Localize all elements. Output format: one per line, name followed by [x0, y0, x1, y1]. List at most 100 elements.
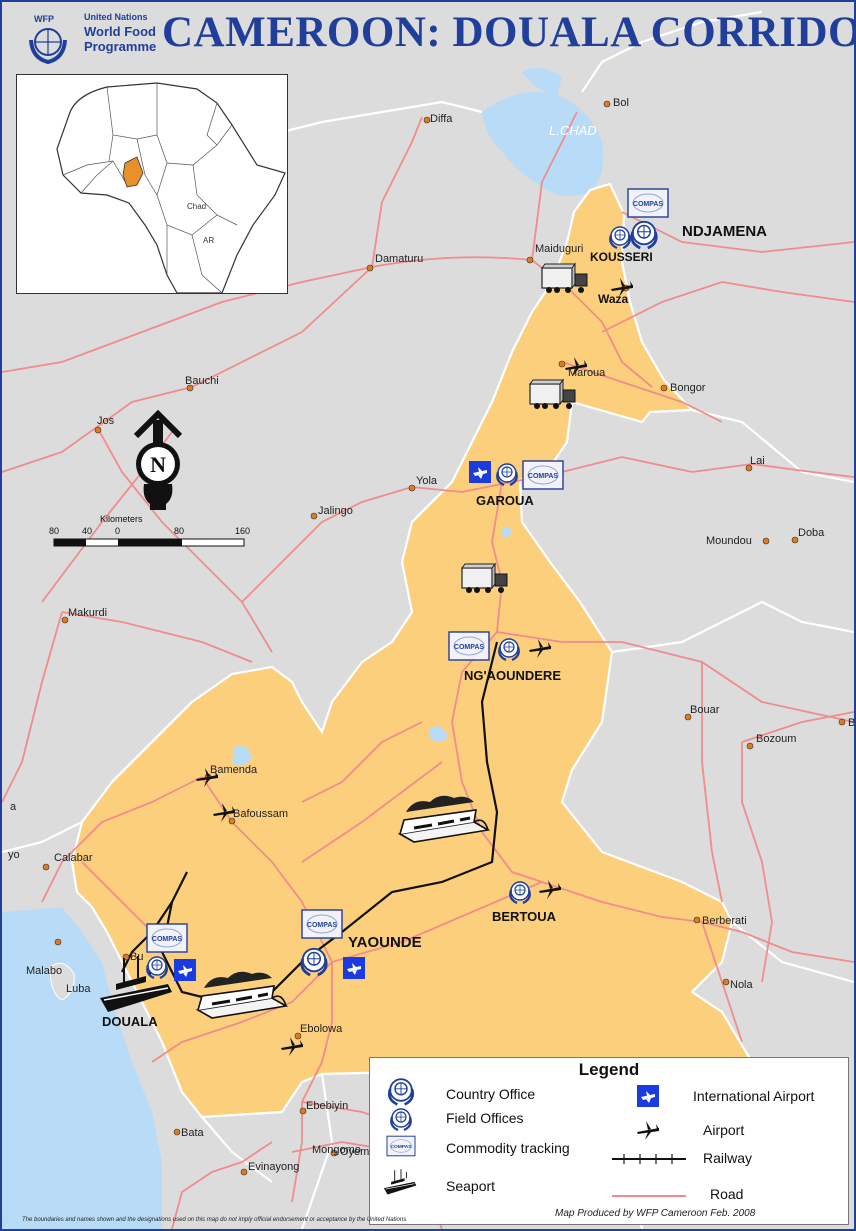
label-bauchi: Bauchi [185, 375, 219, 387]
disclaimer-text: The boundaries and names shown and the d… [22, 1217, 407, 1223]
wfp-logo: WFP United Nations World Food Programme [14, 10, 164, 66]
wfp-line-3: Programme [84, 39, 157, 54]
label-lake-chad: L.CHAD [549, 123, 597, 138]
legend-airport: Airport [703, 1122, 745, 1138]
international-airport-icon [343, 957, 365, 979]
label-bouar: Bouar [690, 704, 720, 716]
commodity-tracking-icon [301, 909, 343, 939]
label-bafoussam: Bafoussam [233, 808, 288, 820]
wfp-line-2: World Food [84, 24, 156, 39]
legend-field-offices: Field Offices [446, 1110, 524, 1126]
inset-label-ar: AR [203, 236, 214, 245]
scale-tick-0: 0 [115, 526, 120, 536]
field-office-icon [609, 225, 631, 250]
field-office-icon [146, 955, 168, 980]
label-jos: Jos [97, 415, 115, 427]
label-yola: Yola [416, 475, 438, 487]
railway-line-icon [612, 1154, 686, 1164]
commodity-tracking-icon [146, 923, 188, 953]
field-office-icon [509, 880, 531, 905]
label-bertoua: BERTOUA [492, 909, 557, 924]
label-nola: Nola [730, 979, 754, 991]
label-makurdi: Makurdi [68, 607, 107, 619]
scale-tick-160: 160 [235, 526, 250, 536]
legend-international-airport: International Airport [693, 1088, 815, 1104]
field-office-icon [390, 1107, 412, 1132]
label-bozoum: Bozoum [756, 733, 796, 745]
legend-symbols-left [384, 1078, 417, 1195]
label-ebolowa: Ebolowa [300, 1023, 343, 1035]
field-office-icon [496, 462, 518, 487]
label-maroua: Maroua [568, 367, 606, 379]
commodity-tracking-icon [522, 460, 564, 490]
map-title: CAMEROON: DOUALA CORRIDOR [162, 9, 856, 56]
label-oyem: Oyem [340, 1146, 369, 1158]
legend-title: Legend [578, 1060, 640, 1079]
un-wreath-icon [29, 28, 67, 65]
legend-symbols-right [612, 1085, 686, 1197]
scale-tick-80-left: 80 [49, 526, 59, 536]
label-berberati: Berberati [702, 915, 747, 927]
seaport-ship-icon [384, 1168, 417, 1195]
label-luba: Luba [66, 983, 91, 995]
wfp-line-1: United Nations [84, 12, 148, 22]
scale-title: Kilometers [100, 514, 143, 524]
label-diffa: Diffa [430, 113, 453, 125]
label-calabar: Calabar [54, 852, 93, 864]
africa-inset-canvas: Chad AR [17, 75, 287, 293]
commodity-tracking-icon [627, 188, 669, 218]
label-ndjamena: NDJAMENA [682, 223, 767, 240]
label-bol: Bol [613, 97, 629, 109]
label-ebebiyin: Ebebiyin [306, 1100, 348, 1112]
international-airport-icon [469, 461, 491, 483]
label-bamenda: Bamenda [210, 764, 258, 776]
legend-commodity-tracking: Commodity tracking [446, 1140, 570, 1156]
label-moundou: Moundou [706, 535, 752, 547]
label-lai: Lai [750, 455, 765, 467]
label-b: B [848, 717, 854, 729]
label-bu: Bu [130, 951, 143, 963]
label-douala: DOUALA [102, 1014, 158, 1029]
label-a: a [10, 801, 17, 813]
commodity-tracking-icon [386, 1135, 416, 1157]
credit-text: Map Produced by WFP Cameroon Feb. 2008 [555, 1208, 756, 1219]
legend-panel: Legend Country Office Field Offices Comm… [369, 1057, 849, 1225]
label-malabo: Malabo [26, 965, 62, 977]
label-doba: Doba [798, 527, 825, 539]
international-airport-icon [637, 1085, 659, 1107]
label-jalingo: Jalingo [318, 505, 353, 517]
field-office-icon [498, 637, 520, 662]
label-mongomo: Mongomo [312, 1144, 361, 1156]
label-evinayong: Evinayong [248, 1161, 299, 1173]
africa-inset-map: Chad AR [16, 74, 288, 294]
label-bongor: Bongor [670, 382, 706, 394]
label-bata: Bata [181, 1127, 205, 1139]
country-office-icon [630, 220, 658, 250]
inset-label-chad: Chad [187, 202, 206, 211]
label-yo: yo [8, 849, 20, 861]
label-yaounde: YAOUNDE [348, 934, 422, 951]
legend-country-office: Country Office [446, 1086, 536, 1102]
scale-tick-80: 80 [174, 526, 184, 536]
label-ngaoundere: NG'AOUNDERE [464, 668, 561, 683]
international-airport-icon [174, 959, 196, 981]
country-office-icon [387, 1078, 415, 1106]
north-arrow-icon: N [133, 409, 183, 510]
label-garoua: GAROUA [476, 493, 534, 508]
legend-road: Road [710, 1186, 744, 1202]
commodity-tracking-icon [448, 631, 490, 661]
wfp-abbrev: WFP [34, 14, 54, 24]
label-maiduguri: Maiduguri [535, 243, 583, 255]
scale-bar: Kilometers 80 40 0 80 160 [49, 514, 250, 547]
label-waza: Waza [598, 292, 629, 306]
label-kousseri: KOUSSERI [590, 250, 653, 264]
legend-railway: Railway [703, 1150, 753, 1166]
label-damaturu: Damaturu [375, 253, 423, 265]
legend-seaport: Seaport [446, 1178, 496, 1194]
scale-tick-40: 40 [82, 526, 92, 536]
country-office-icon [300, 947, 328, 977]
airport-icon [637, 1121, 659, 1140]
north-letter: N [150, 452, 166, 477]
